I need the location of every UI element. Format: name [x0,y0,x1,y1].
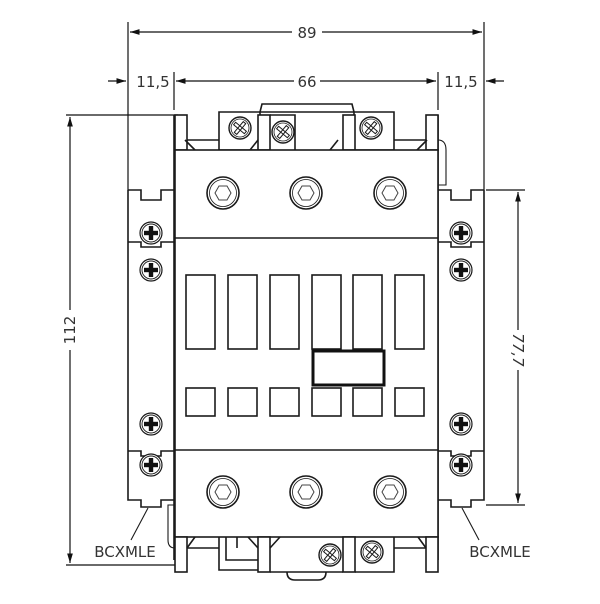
aux-screw-icon [228,116,252,140]
dim-66-label: 66 [297,73,316,91]
aux-screw-icon [318,543,342,567]
dimension-overall-width: 89 [127,22,485,190]
dimension-inner-widths: 11,5 66 11,5 [108,72,504,110]
aux-screw-icon [271,120,295,144]
dimension-mounting-height: 77,7 [486,189,527,506]
bottom-auxiliary-block [167,504,439,581]
side-screw-icon [449,258,473,282]
hex-terminal-icon [289,475,323,509]
lower-windows [185,387,425,417]
dim-right-margin-label: 11,5 [444,73,477,91]
side-screw-icon [449,453,473,477]
indicator-window [311,349,386,387]
left-side-accessory: BCXMLE [94,115,175,561]
side-screw-icon [139,258,163,282]
left-accessory-label: BCXMLE [94,543,156,561]
hex-terminal-icon [373,176,407,210]
hex-terminal-icon [373,475,407,509]
side-screw-icon [139,412,163,436]
dim-77-7-label: 77,7 [509,333,527,367]
aux-screw-icon [359,116,383,140]
dim-112-label: 112 [61,316,79,345]
upper-windows [185,274,425,350]
dimension-overall-height: 112 [61,114,178,566]
side-screw-icon [449,221,473,245]
side-screw-icon [139,221,163,245]
side-screw-icon [139,453,163,477]
side-screw-icon [449,412,473,436]
hex-terminal-icon [289,176,323,210]
right-accessory-label: BCXMLE [469,543,531,561]
dim-left-margin-label: 11,5 [136,73,169,91]
aux-screw-icon [360,540,384,564]
hex-terminal-icon [206,475,240,509]
dim-89-label: 89 [297,24,316,42]
hex-terminal-icon [206,176,240,210]
contactor-body [174,149,439,538]
